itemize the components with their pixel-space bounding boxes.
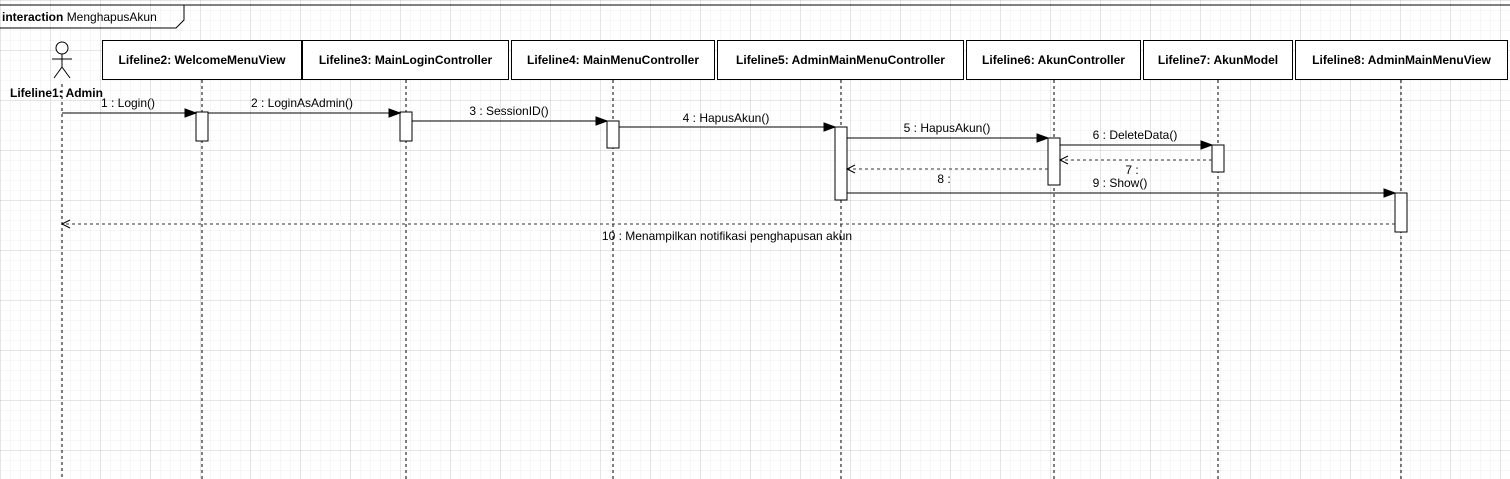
frame-keyword: interaction <box>2 10 64 24</box>
activation-bar-admin-main-menu-controller[interactable] <box>834 126 848 201</box>
message-label-1: 1 : Login() <box>100 96 156 110</box>
lifeline-box-admin-main-menu-view[interactable]: Lifeline8: AdminMainMenuView <box>1295 40 1508 80</box>
frame-tab-outline <box>0 5 185 29</box>
filled-arrowhead-5 <box>1036 133 1050 143</box>
message-arrow-2[interactable] <box>208 108 402 118</box>
message-arrow-5[interactable] <box>847 133 1050 143</box>
message-label-3: 3 : SessionID() <box>469 104 549 118</box>
message-label-9: 9 : Show() <box>1092 176 1148 190</box>
message-arrow-9[interactable] <box>847 188 1397 198</box>
activation-bar-akun-controller[interactable] <box>1047 137 1061 186</box>
activation-bar-main-login-controller[interactable] <box>399 111 413 142</box>
lifeline-box-admin-main-menu-controller[interactable]: Lifeline5: AdminMainMenuController <box>717 40 964 80</box>
frame-title: interaction MenghapusAkun <box>0 7 157 27</box>
activation-bar-welcome-menu-view[interactable] <box>195 111 209 142</box>
activation-bar-main-menu-controller[interactable] <box>606 120 620 149</box>
open-arrowhead-10 <box>60 219 71 229</box>
message-label-4: 4 : HapusAkun() <box>682 111 770 125</box>
message-arrow-4[interactable] <box>619 122 837 132</box>
filled-arrowhead-4 <box>823 122 837 132</box>
lifeline-box-main-login-controller[interactable]: Lifeline3: MainLoginController <box>302 40 509 80</box>
message-arrow-10[interactable] <box>60 219 1395 229</box>
message-arrow-8[interactable] <box>845 164 1048 174</box>
open-arrowhead-8 <box>845 164 856 174</box>
activation-bar-akun-model[interactable] <box>1211 144 1225 173</box>
message-arrow-7[interactable] <box>1058 155 1212 165</box>
message-label-7: 7 : <box>1125 163 1139 177</box>
actor-stick-figure-icon <box>52 41 72 79</box>
filled-arrowhead-6 <box>1200 140 1214 150</box>
filled-arrowhead-1 <box>184 108 198 118</box>
message-arrow-6[interactable] <box>1060 140 1214 150</box>
lifeline-box-welcome-menu-view[interactable]: Lifeline2: WelcomeMenuView <box>102 40 302 80</box>
message-arrow-1[interactable] <box>62 108 198 118</box>
filled-arrowhead-3 <box>595 116 609 126</box>
activation-bar-admin-main-menu-view[interactable] <box>1394 192 1408 233</box>
message-label-5: 5 : HapusAkun() <box>903 121 991 135</box>
message-label-10: 10 : Menampilkan notifikasi penghapusan … <box>601 229 853 243</box>
actor-label-admin: Lifeline1: Admin <box>10 86 103 100</box>
message-label-8: 8 : <box>937 172 951 186</box>
message-arrow-3[interactable] <box>412 116 609 126</box>
frame-name: MenghapusAkun <box>66 10 157 24</box>
message-label-2: 2 : LoginAsAdmin() <box>250 96 354 110</box>
filled-arrowhead-2 <box>388 108 402 118</box>
message-label-6: 6 : DeleteData() <box>1092 128 1178 142</box>
lifeline-box-akun-model[interactable]: Lifeline7: AkunModel <box>1143 40 1293 80</box>
lifeline-box-main-menu-controller[interactable]: Lifeline4: MainMenuController <box>511 40 715 80</box>
lifeline-box-akun-controller[interactable]: Lifeline6: AkunController <box>966 40 1141 80</box>
open-arrowhead-7 <box>1058 155 1069 165</box>
filled-arrowhead-9 <box>1383 188 1397 198</box>
